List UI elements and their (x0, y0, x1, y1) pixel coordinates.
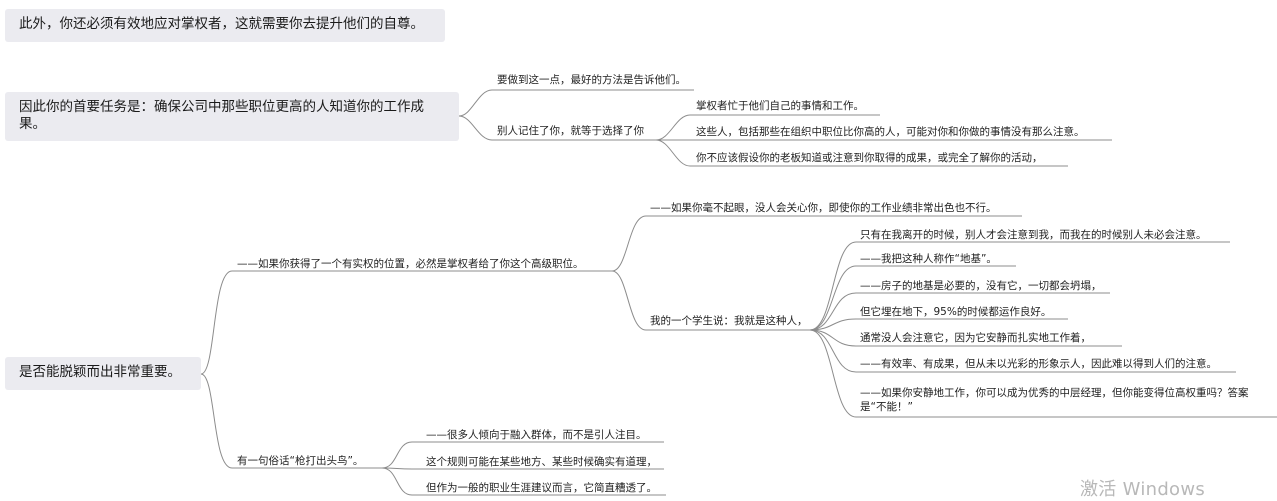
root-topic-stand-out[interactable]: 是否能脱颖而出非常重要。 (5, 357, 201, 390)
connector (381, 467, 664, 470)
subtopic-item[interactable]: ——很多人倾向于融入群体，而不是引人注目。 (426, 429, 647, 441)
connector (809, 241, 1230, 331)
connector (655, 114, 880, 141)
connector (611, 215, 1022, 272)
connector (200, 270, 612, 375)
subtopic-item[interactable]: ——我把这种人称作“地基”。 (860, 253, 997, 265)
connector (611, 270, 810, 331)
topic-real-power-position[interactable]: ——如果你获得了一个有实权的位置，必然是掌权者给了你这个高级职位。 (237, 258, 584, 270)
subtopic-item[interactable]: 只有在我离开的时候，别人才会注意到我，而我在的时候别人未必会注意。 (860, 229, 1207, 241)
connector (809, 292, 1110, 331)
subtopic-item[interactable]: 但它埋在地下，95%的时候都运作良好。 (860, 306, 1052, 318)
subtopic-item[interactable]: 但作为一般的职业生涯建议而言，它简直糟透了。 (426, 482, 657, 494)
connector (458, 115, 656, 141)
topic-proverb[interactable]: 有一句俗话“枪打出头鸟”。 (237, 455, 364, 467)
connector (458, 89, 694, 117)
subtopic-item[interactable]: 这些人，包括那些在组织中职位比你高的人，可能对你和你做的事情没有那么注意。 (696, 126, 1085, 138)
connector (200, 373, 382, 469)
root-topic-first-task[interactable]: 因此你的首要任务是：确保公司中那些职位更高的人知道你的工作成果。 (5, 92, 459, 141)
connector (809, 329, 1122, 347)
connector (809, 318, 1068, 331)
subtopic-item[interactable]: ——有效率、有成果，但从未以光彩的形象示人，因此难以得到人们的注意。 (860, 358, 1217, 370)
activate-windows-watermark: 激活 Windows (1080, 479, 1206, 500)
subtopic-item[interactable]: 通常没人会注意它，因为它安静而扎实地工作着， (860, 332, 1091, 344)
subtopic-item[interactable]: ——房子的地基是必要的，没有它，一切都会坍塌， (860, 280, 1102, 292)
connector (809, 329, 1277, 418)
subtopic-item[interactable]: 掌权者忙于他们自己的事情和工作。 (696, 100, 864, 112)
topic-tell-them[interactable]: 要做到这一点，最好的方法是告诉他们。 (497, 74, 686, 86)
topic-student-said[interactable]: 我的一个学生说：我就是这种人， (650, 315, 808, 327)
connector (381, 467, 666, 496)
subtopic-item[interactable]: 你不应该假设你的老板知道或注意到你取得的成果，或完全了解你的活动， (696, 152, 1043, 164)
root-topic-power-holders[interactable]: 此外，你还必须有效地应对掌权者，这就需要你去提升他们的自尊。 (5, 9, 445, 42)
connector (809, 329, 1236, 373)
connector (381, 441, 664, 469)
connector (655, 139, 1068, 167)
topic-remembered-chosen[interactable]: 别人记住了你，就等于选择了你 (497, 125, 644, 137)
subtopic-unnoticed[interactable]: ——如果你毫不起眼，没人会关心你，即使你的工作业绩非常出色也不行。 (650, 202, 997, 214)
subtopic-item[interactable]: ——如果你安静地工作，你可以成为优秀的中层经理，但你能变得位高权重吗？答案是“不… (860, 387, 1249, 413)
connector (809, 265, 1016, 331)
subtopic-item[interactable]: 这个规则可能在某些地方、某些时候确实有道理， (426, 456, 657, 468)
